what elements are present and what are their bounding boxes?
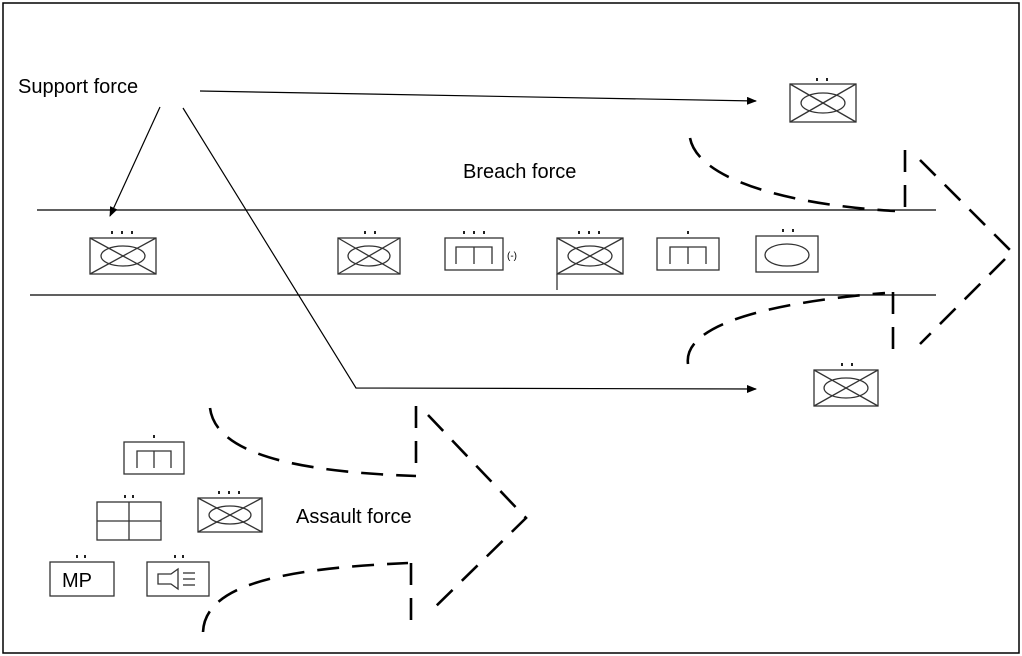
military-police-unit-symbol [49, 555, 115, 597]
armor-infantry-unit-symbol [789, 78, 857, 123]
assault-lower-dashed-path [201, 561, 409, 633]
psyops-unit-symbol [146, 555, 210, 597]
armor-unit-symbol [755, 229, 819, 273]
engineer-unit-symbol [656, 231, 720, 271]
support-arrow-to-top-unit [199, 90, 757, 105]
breach-dashed-arrowhead [919, 159, 1014, 345]
assault-upper-dashed-path [208, 407, 417, 478]
medical-unit-symbol [96, 495, 162, 541]
armor-infantry-unit-symbol [556, 231, 624, 290]
breach-lower-dashed-path [686, 291, 886, 365]
support-arrow-to-lane-unit [109, 106, 161, 217]
assault-force-label: Assault force [296, 506, 412, 528]
breach-upper-dashed-path [688, 137, 896, 213]
armor-infantry-unit-symbol [89, 231, 157, 275]
reduced-strength-marker: (-) [507, 251, 517, 262]
armor-infantry-unit-symbol [197, 491, 263, 533]
armor-infantry-unit-symbol [337, 231, 401, 275]
assault-dashed-arrowhead [427, 414, 528, 615]
mp-label: MP [62, 570, 92, 592]
support-force-label: Support force [18, 76, 138, 98]
engineer-unit-symbol [123, 435, 185, 475]
armor-infantry-unit-symbol [813, 363, 879, 407]
breach-force-label: Breach force [463, 161, 576, 183]
engineer-unit-symbol [444, 231, 504, 271]
support-arrow-to-bottom-unit [182, 107, 757, 393]
